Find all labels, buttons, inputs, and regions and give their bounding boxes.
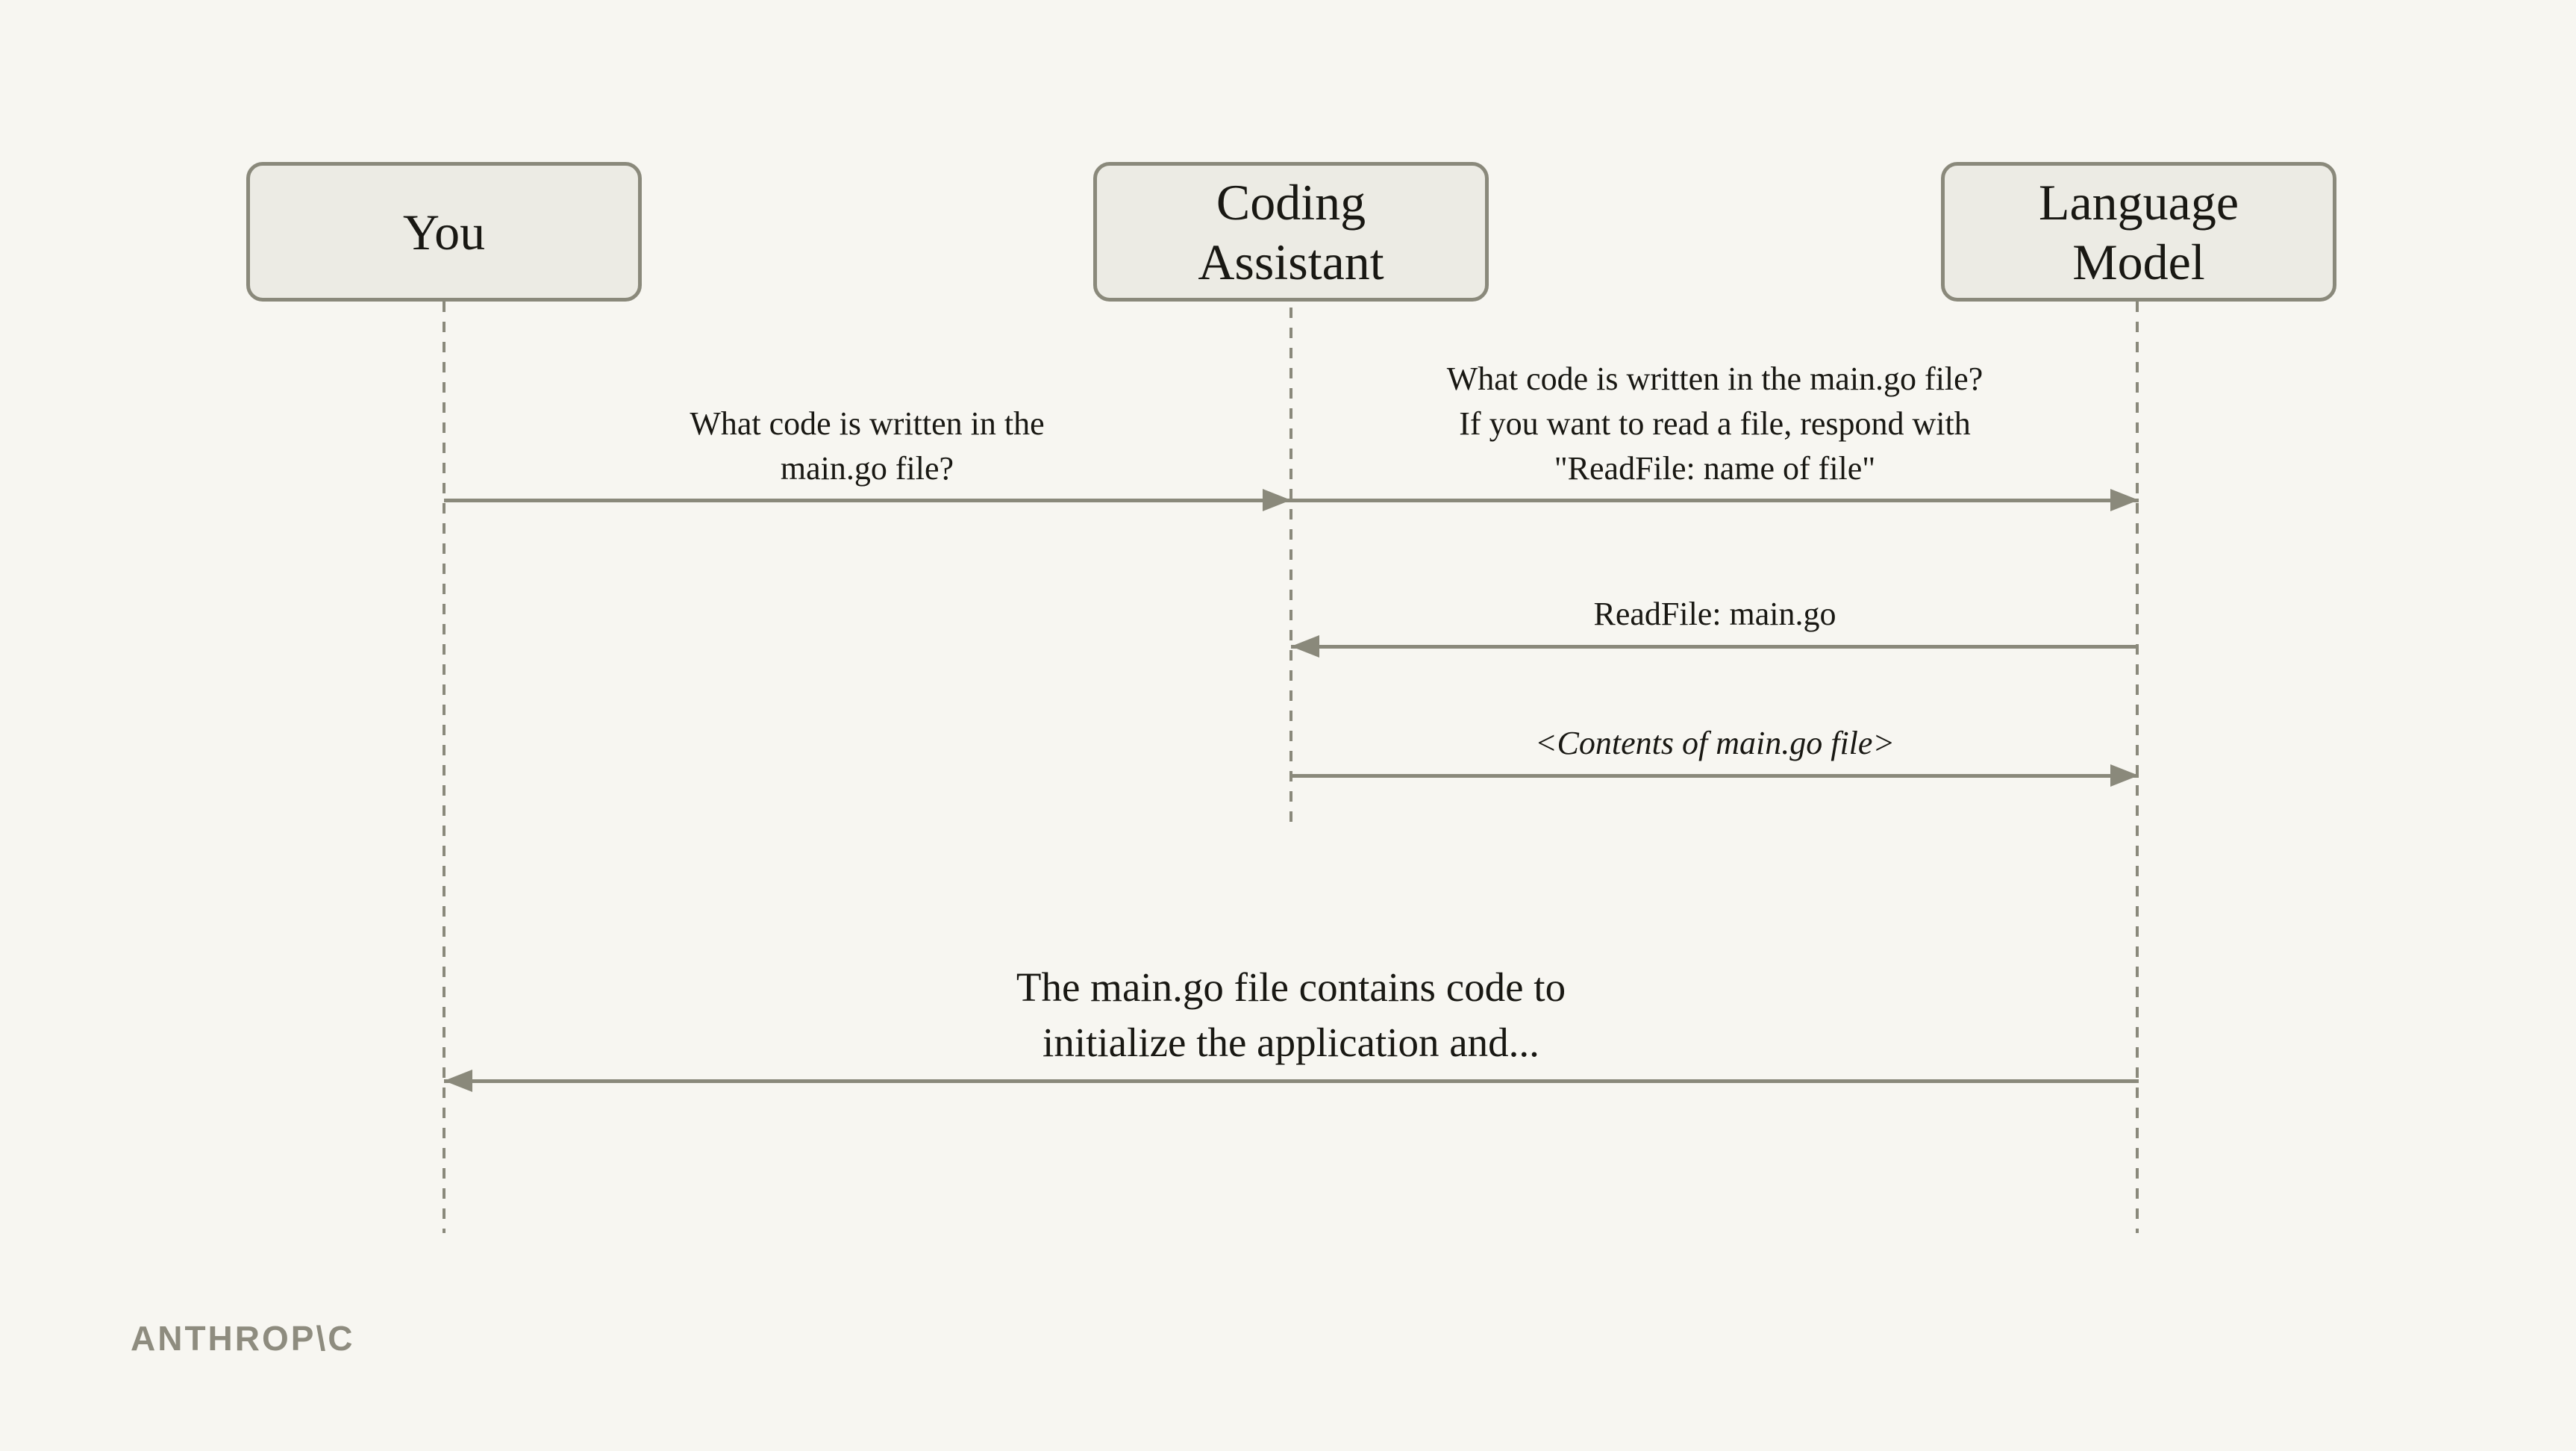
message-arrow-assistant-to-model-contents xyxy=(1291,774,2139,778)
actor-box-coding-assistant: Coding Assistant xyxy=(1093,162,1489,302)
message-arrow-model-to-user xyxy=(444,1079,2139,1083)
arrowhead-right-icon xyxy=(2110,764,2139,787)
actor-label-line: Language xyxy=(2038,173,2239,231)
message-label-assistant-prompt: What code is written in the main.go file… xyxy=(1342,357,2088,491)
label-line: The main.go file contains code to xyxy=(1016,964,1566,1010)
arrowhead-right-icon xyxy=(2110,489,2139,511)
label-line: main.go file? xyxy=(780,450,954,487)
lifeline-you xyxy=(443,302,446,1233)
actor-label-line: Assistant xyxy=(1198,233,1384,290)
arrowhead-right-icon xyxy=(1263,489,1291,511)
label-line: "ReadFile: name of file" xyxy=(1554,450,1876,487)
lifeline-coding-assistant xyxy=(1289,308,1292,825)
actor-box-you: You xyxy=(246,162,642,302)
arrowhead-left-icon xyxy=(444,1070,472,1092)
message-label-user-question: What code is written in the main.go file… xyxy=(606,402,1128,491)
message-label-file-contents: <Contents of main.go file> xyxy=(1454,721,1976,766)
message-arrow-model-to-assistant xyxy=(1291,645,2139,649)
label-line: If you want to read a file, respond with xyxy=(1459,405,1971,442)
actor-box-language-model: Language Model xyxy=(1941,162,2336,302)
label-line: ReadFile: main.go xyxy=(1593,596,1836,632)
message-label-final-answer: The main.go file contains code to initia… xyxy=(843,960,1739,1070)
arrowhead-left-icon xyxy=(1291,635,1319,658)
actor-label-line: Model xyxy=(2072,233,2205,290)
label-line: <Contents of main.go file> xyxy=(1534,725,1895,761)
message-arrow-assistant-to-model xyxy=(1291,499,2139,502)
actor-label-line: You xyxy=(402,203,486,260)
anthropic-logo: ANTHROP\C xyxy=(131,1319,355,1358)
label-line: What code is written in the main.go file… xyxy=(1446,361,1983,397)
message-label-readfile: ReadFile: main.go xyxy=(1454,592,1976,637)
message-arrow-user-to-assistant xyxy=(444,499,1291,502)
label-line: What code is written in the xyxy=(690,405,1045,442)
actor-label-line: Coding xyxy=(1216,173,1366,231)
label-line: initialize the application and... xyxy=(1042,1020,1539,1065)
